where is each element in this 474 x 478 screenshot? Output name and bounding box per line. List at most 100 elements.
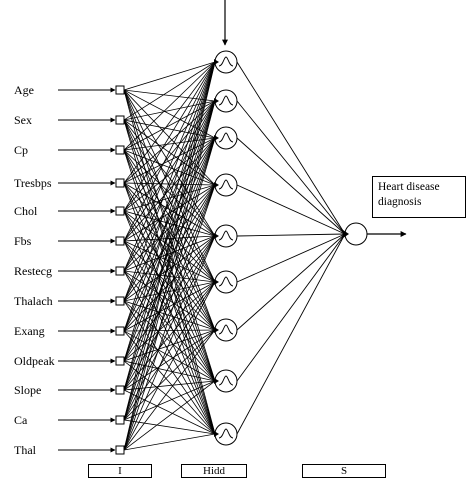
input-label-fbs: Fbs bbox=[14, 234, 32, 248]
hidden-node-7 bbox=[214, 369, 238, 393]
gaussian-icon bbox=[218, 428, 234, 439]
connection-input-12-hidden-8 bbox=[123, 433, 216, 451]
legend-output-layer: S bbox=[302, 464, 386, 478]
connection-input-7-hidden-0 bbox=[123, 61, 216, 302]
gaussian-icon bbox=[218, 56, 234, 67]
connection-input-10-hidden-1 bbox=[123, 100, 216, 391]
connection-input-7-hidden-3 bbox=[123, 184, 216, 302]
connection-hidden-3-output bbox=[236, 184, 346, 235]
connection-input-6-hidden-7 bbox=[123, 270, 216, 382]
input-hidden-connections bbox=[123, 61, 216, 451]
hidden-entry-arrowhead bbox=[214, 59, 219, 65]
hidden-entry-arrowhead bbox=[214, 135, 219, 141]
connection-input-11-hidden-1 bbox=[123, 100, 216, 421]
hidden-entry-arrowhead bbox=[214, 182, 219, 188]
connection-input-4-hidden-1 bbox=[123, 100, 216, 212]
input-node-2 bbox=[115, 145, 125, 155]
connection-input-8-hidden-2 bbox=[123, 137, 216, 332]
output-label-line2: diagnosis bbox=[378, 196, 422, 208]
connection-input-3-hidden-0 bbox=[123, 61, 216, 184]
connection-input-12-hidden-6 bbox=[123, 329, 216, 451]
connection-input-12-hidden-2 bbox=[123, 137, 216, 451]
connection-hidden-5-output bbox=[236, 233, 346, 283]
input-label-oldpeak: Oldpeak bbox=[14, 354, 55, 368]
connection-input-5-hidden-7 bbox=[123, 240, 216, 382]
connection-input-5-hidden-0 bbox=[123, 61, 216, 242]
connection-input-8-hidden-0 bbox=[123, 61, 216, 332]
hidden-output-connections bbox=[236, 61, 346, 435]
connection-input-11-hidden-0 bbox=[123, 61, 216, 421]
connection-input-10-hidden-0 bbox=[123, 61, 216, 391]
connection-input-10-hidden-4 bbox=[123, 235, 216, 391]
connection-input-5-hidden-6 bbox=[123, 240, 216, 331]
input-label-restecg: Restecg bbox=[14, 264, 52, 278]
connection-input-4-hidden-0 bbox=[123, 61, 216, 212]
input-node-4 bbox=[115, 206, 125, 216]
connection-input-1-hidden-0 bbox=[123, 61, 216, 121]
input-node-10 bbox=[115, 385, 125, 395]
hidden-node-0 bbox=[214, 50, 238, 74]
gaussian-icon bbox=[218, 324, 234, 335]
connection-input-6-hidden-4 bbox=[123, 235, 216, 272]
gaussian-icon bbox=[218, 276, 234, 287]
connection-input-1-hidden-4 bbox=[123, 119, 216, 237]
connection-input-9-hidden-2 bbox=[123, 137, 216, 362]
hidden-node-4 bbox=[214, 224, 238, 248]
input-label-thalach: Thalach bbox=[14, 294, 53, 308]
hidden-node-1 bbox=[214, 89, 238, 113]
gaussian-icon bbox=[218, 179, 234, 190]
hidden-entry-arrowhead bbox=[214, 327, 219, 333]
hidden-node-2 bbox=[214, 126, 238, 150]
connection-hidden-4-output bbox=[236, 233, 346, 237]
connection-input-8-hidden-6 bbox=[123, 329, 216, 332]
hidden-node-8 bbox=[214, 422, 238, 446]
connection-hidden-8-output bbox=[236, 233, 346, 435]
input-node-7 bbox=[115, 296, 125, 306]
connection-input-1-hidden-1 bbox=[123, 100, 216, 121]
hidden-node-5 bbox=[214, 270, 238, 294]
connection-input-7-hidden-5 bbox=[123, 281, 216, 302]
connection-input-6-hidden-0 bbox=[123, 61, 216, 272]
connection-input-5-hidden-4 bbox=[123, 235, 216, 242]
gaussian-icon bbox=[218, 95, 234, 106]
input-node-1 bbox=[115, 115, 125, 125]
connection-input-12-hidden-5 bbox=[123, 281, 216, 451]
output-label-box: Heart disease diagnosis bbox=[372, 176, 466, 218]
connection-hidden-6-output bbox=[236, 233, 346, 331]
connection-hidden-2-output bbox=[236, 137, 346, 235]
connection-input-6-hidden-6 bbox=[123, 270, 216, 331]
connection-input-8-hidden-3 bbox=[123, 184, 216, 332]
connection-input-3-hidden-1 bbox=[123, 100, 216, 184]
connection-input-7-hidden-4 bbox=[123, 235, 216, 302]
hidden-entry-arrowhead bbox=[214, 233, 219, 239]
connection-input-11-hidden-4 bbox=[123, 235, 216, 421]
input-arrows bbox=[58, 87, 116, 453]
hidden-entry-arrowhead bbox=[214, 378, 219, 384]
connection-input-5-hidden-3 bbox=[123, 184, 216, 242]
output-layer bbox=[343, 222, 407, 246]
input-label-ca: Ca bbox=[14, 413, 28, 427]
connection-input-0-hidden-7 bbox=[123, 89, 216, 382]
legend-input-layer: I bbox=[88, 464, 152, 478]
output-label-line1: Heart disease bbox=[378, 181, 440, 193]
hidden-layer bbox=[214, 50, 238, 446]
input-layer bbox=[115, 85, 125, 455]
connection-input-9-hidden-1 bbox=[123, 100, 216, 362]
hidden-node-6 bbox=[214, 318, 238, 342]
connection-input-7-hidden-6 bbox=[123, 300, 216, 331]
connection-input-5-hidden-1 bbox=[123, 100, 216, 242]
connection-input-2-hidden-8 bbox=[123, 149, 216, 435]
connection-hidden-7-output bbox=[236, 233, 346, 382]
connection-input-2-hidden-7 bbox=[123, 149, 216, 382]
hidden-entry-arrowhead bbox=[214, 98, 219, 104]
connection-input-0-hidden-4 bbox=[123, 89, 216, 237]
input-label-cp: Cp bbox=[14, 143, 29, 157]
connection-input-8-hidden-7 bbox=[123, 330, 216, 382]
input-node-9 bbox=[115, 356, 125, 366]
gaussian-icon bbox=[218, 375, 234, 386]
gaussian-icon bbox=[218, 230, 234, 241]
gaussian-icon bbox=[218, 132, 234, 143]
connection-input-12-hidden-0 bbox=[123, 61, 216, 451]
hidden-entry-arrowhead bbox=[214, 279, 219, 285]
